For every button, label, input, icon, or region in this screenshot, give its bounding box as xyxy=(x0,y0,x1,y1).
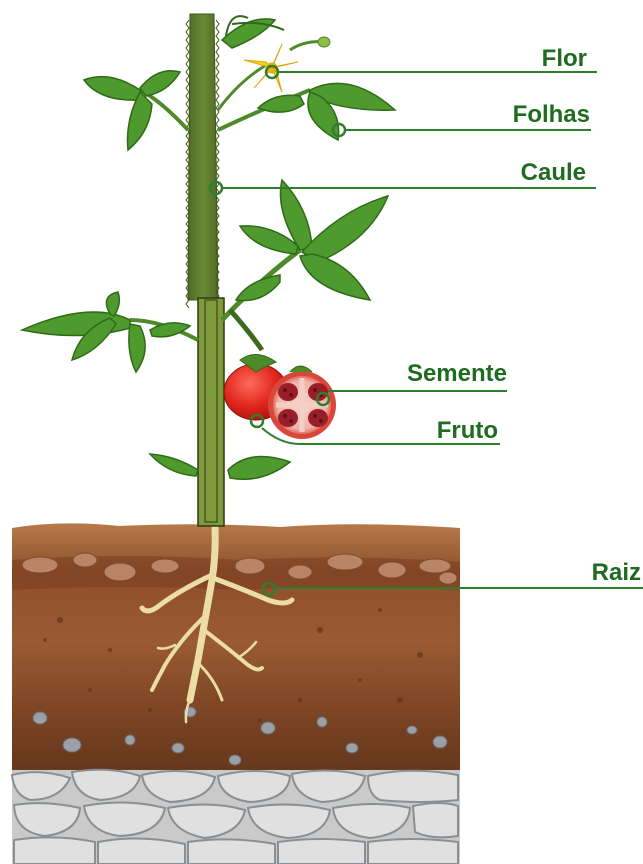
labels: Flor Folhas Caule Semente Fruto Raiz xyxy=(407,45,641,586)
label-flor: Flor xyxy=(542,45,587,72)
bedrock xyxy=(12,770,460,864)
label-semente: Semente xyxy=(407,360,507,387)
leader-lines xyxy=(222,72,643,588)
stem xyxy=(186,14,224,526)
label-fruto: Fruto xyxy=(437,417,498,444)
label-caule: Caule xyxy=(521,159,586,186)
label-raiz: Raiz xyxy=(592,559,641,586)
markers xyxy=(210,66,345,595)
label-folhas: Folhas xyxy=(513,101,590,128)
